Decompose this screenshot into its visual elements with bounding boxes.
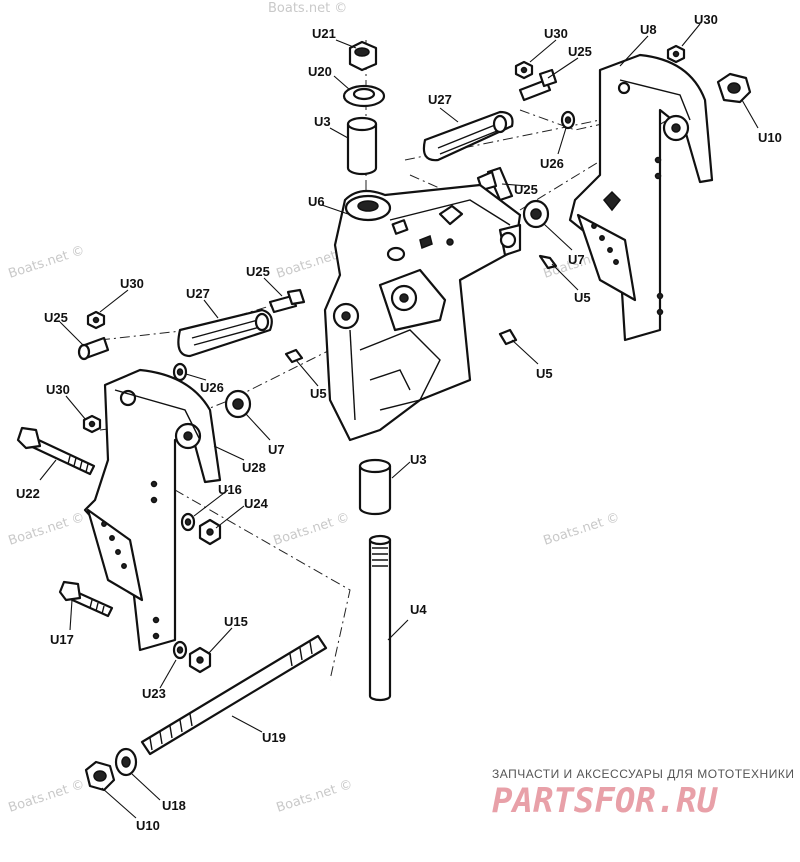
bolt-u25-left-1	[268, 288, 306, 314]
label-u24: U24	[244, 496, 269, 511]
washer-u7-right	[522, 199, 550, 229]
label-u22: U22	[16, 486, 40, 501]
label-u8: U8	[640, 22, 657, 37]
nut-u30-left-1	[86, 310, 106, 330]
watermark-2: Boats.net ©	[7, 243, 87, 282]
washer-u16	[180, 512, 196, 532]
leader-lines	[39, 23, 759, 819]
fitting-u5-mid	[284, 348, 304, 364]
nut-u10-bottom	[84, 760, 116, 792]
washer-u23	[172, 640, 188, 660]
label-u4: U4	[410, 602, 427, 617]
slotted-plate-u27-left	[177, 308, 273, 358]
label-u26-left: U26	[200, 380, 224, 395]
washer-u18	[114, 747, 138, 777]
watermark-6: Boats.net ©	[542, 510, 622, 549]
label-u16: U16	[218, 482, 242, 497]
label-u3-top: U3	[314, 114, 331, 129]
label-u19: U19	[262, 730, 286, 745]
watermark-8: Boats.net ©	[7, 777, 87, 816]
label-u21: U21	[312, 26, 336, 41]
washer-u26-left	[172, 362, 188, 382]
label-u28: U28	[242, 460, 266, 475]
watermark-4: Boats.net ©	[7, 510, 87, 549]
bracket-u8	[568, 53, 714, 342]
swivel-bracket-u6	[323, 183, 522, 442]
label-u7-left: U7	[268, 442, 285, 457]
watermark-1: Boats.net ©	[268, 1, 347, 16]
label-u27-top: U27	[428, 92, 452, 107]
label-u17: U17	[50, 632, 74, 647]
bracket-u28	[83, 368, 222, 652]
label-u23: U23	[142, 686, 166, 701]
slotted-plate-u27-top	[422, 110, 514, 162]
footer-branding: ЗАПЧАСТИ И АКСЕССУАРЫ ДЛЯ МОТОТЕХНИКИ PA…	[492, 767, 794, 821]
label-u3-mid: U3	[410, 452, 427, 467]
bolt-u25-top-1	[518, 68, 558, 102]
label-u15: U15	[224, 614, 248, 629]
part-labels: U21 U20 U3 U27 U30 U25 U8 U30 U10 U26 U2…	[16, 12, 782, 833]
label-u27-left: U27	[186, 286, 210, 301]
nut-u10-top	[716, 72, 752, 104]
label-u10-bottom: U10	[136, 818, 160, 833]
watermark-5: Boats.net ©	[272, 510, 352, 549]
nut-u30-top-1	[514, 60, 534, 80]
label-u7-right: U7	[568, 252, 585, 267]
footer-tagline: ЗАПЧАСТИ И АКСЕССУАРЫ ДЛЯ МОТОТЕХНИКИ	[492, 767, 794, 781]
label-u5-right1: U5	[574, 290, 591, 305]
rod-u19	[140, 634, 328, 756]
watermark-9: Boats.net ©	[275, 777, 355, 816]
bushing-u3-mid	[358, 458, 392, 516]
nut-u30-left-2	[82, 414, 102, 434]
label-u25-top1: U25	[568, 44, 592, 59]
washer-u20	[342, 84, 386, 108]
label-u18: U18	[162, 798, 186, 813]
label-u5-mid: U5	[310, 386, 327, 401]
label-u25-left1: U25	[44, 310, 68, 325]
nut-u24	[198, 518, 222, 546]
nut-u30-top-2	[666, 44, 686, 64]
nut-u15	[188, 646, 212, 674]
label-u5-right2: U5	[536, 366, 553, 381]
label-u6: U6	[308, 194, 325, 209]
label-u26-top: U26	[540, 156, 564, 171]
bushing-u3-top	[346, 116, 378, 176]
brand-logo: PARTSFOR.RU	[492, 781, 719, 821]
label-u20: U20	[308, 64, 332, 79]
tube-u4	[368, 534, 392, 702]
bolt-u22	[16, 426, 96, 476]
bolt-u17	[58, 580, 114, 618]
bolt-u25-left-2	[77, 336, 110, 361]
washer-u7-left	[224, 389, 252, 419]
bolt-u25-top-2	[476, 166, 514, 202]
label-u10-top: U10	[758, 130, 782, 145]
label-u30-top2: U30	[694, 12, 718, 27]
label-u25-top2: U25	[514, 182, 538, 197]
washer-u26-top	[560, 110, 576, 130]
label-u30-left: U30	[120, 276, 144, 291]
label-u30-top1: U30	[544, 26, 568, 41]
label-u25-left2: U25	[246, 264, 270, 279]
brand-logo-text: PARTSFOR.RU	[492, 781, 719, 821]
nut-u21	[348, 40, 378, 72]
fitting-u5-right-1	[538, 254, 558, 270]
label-u30-left2: U30	[46, 382, 70, 397]
